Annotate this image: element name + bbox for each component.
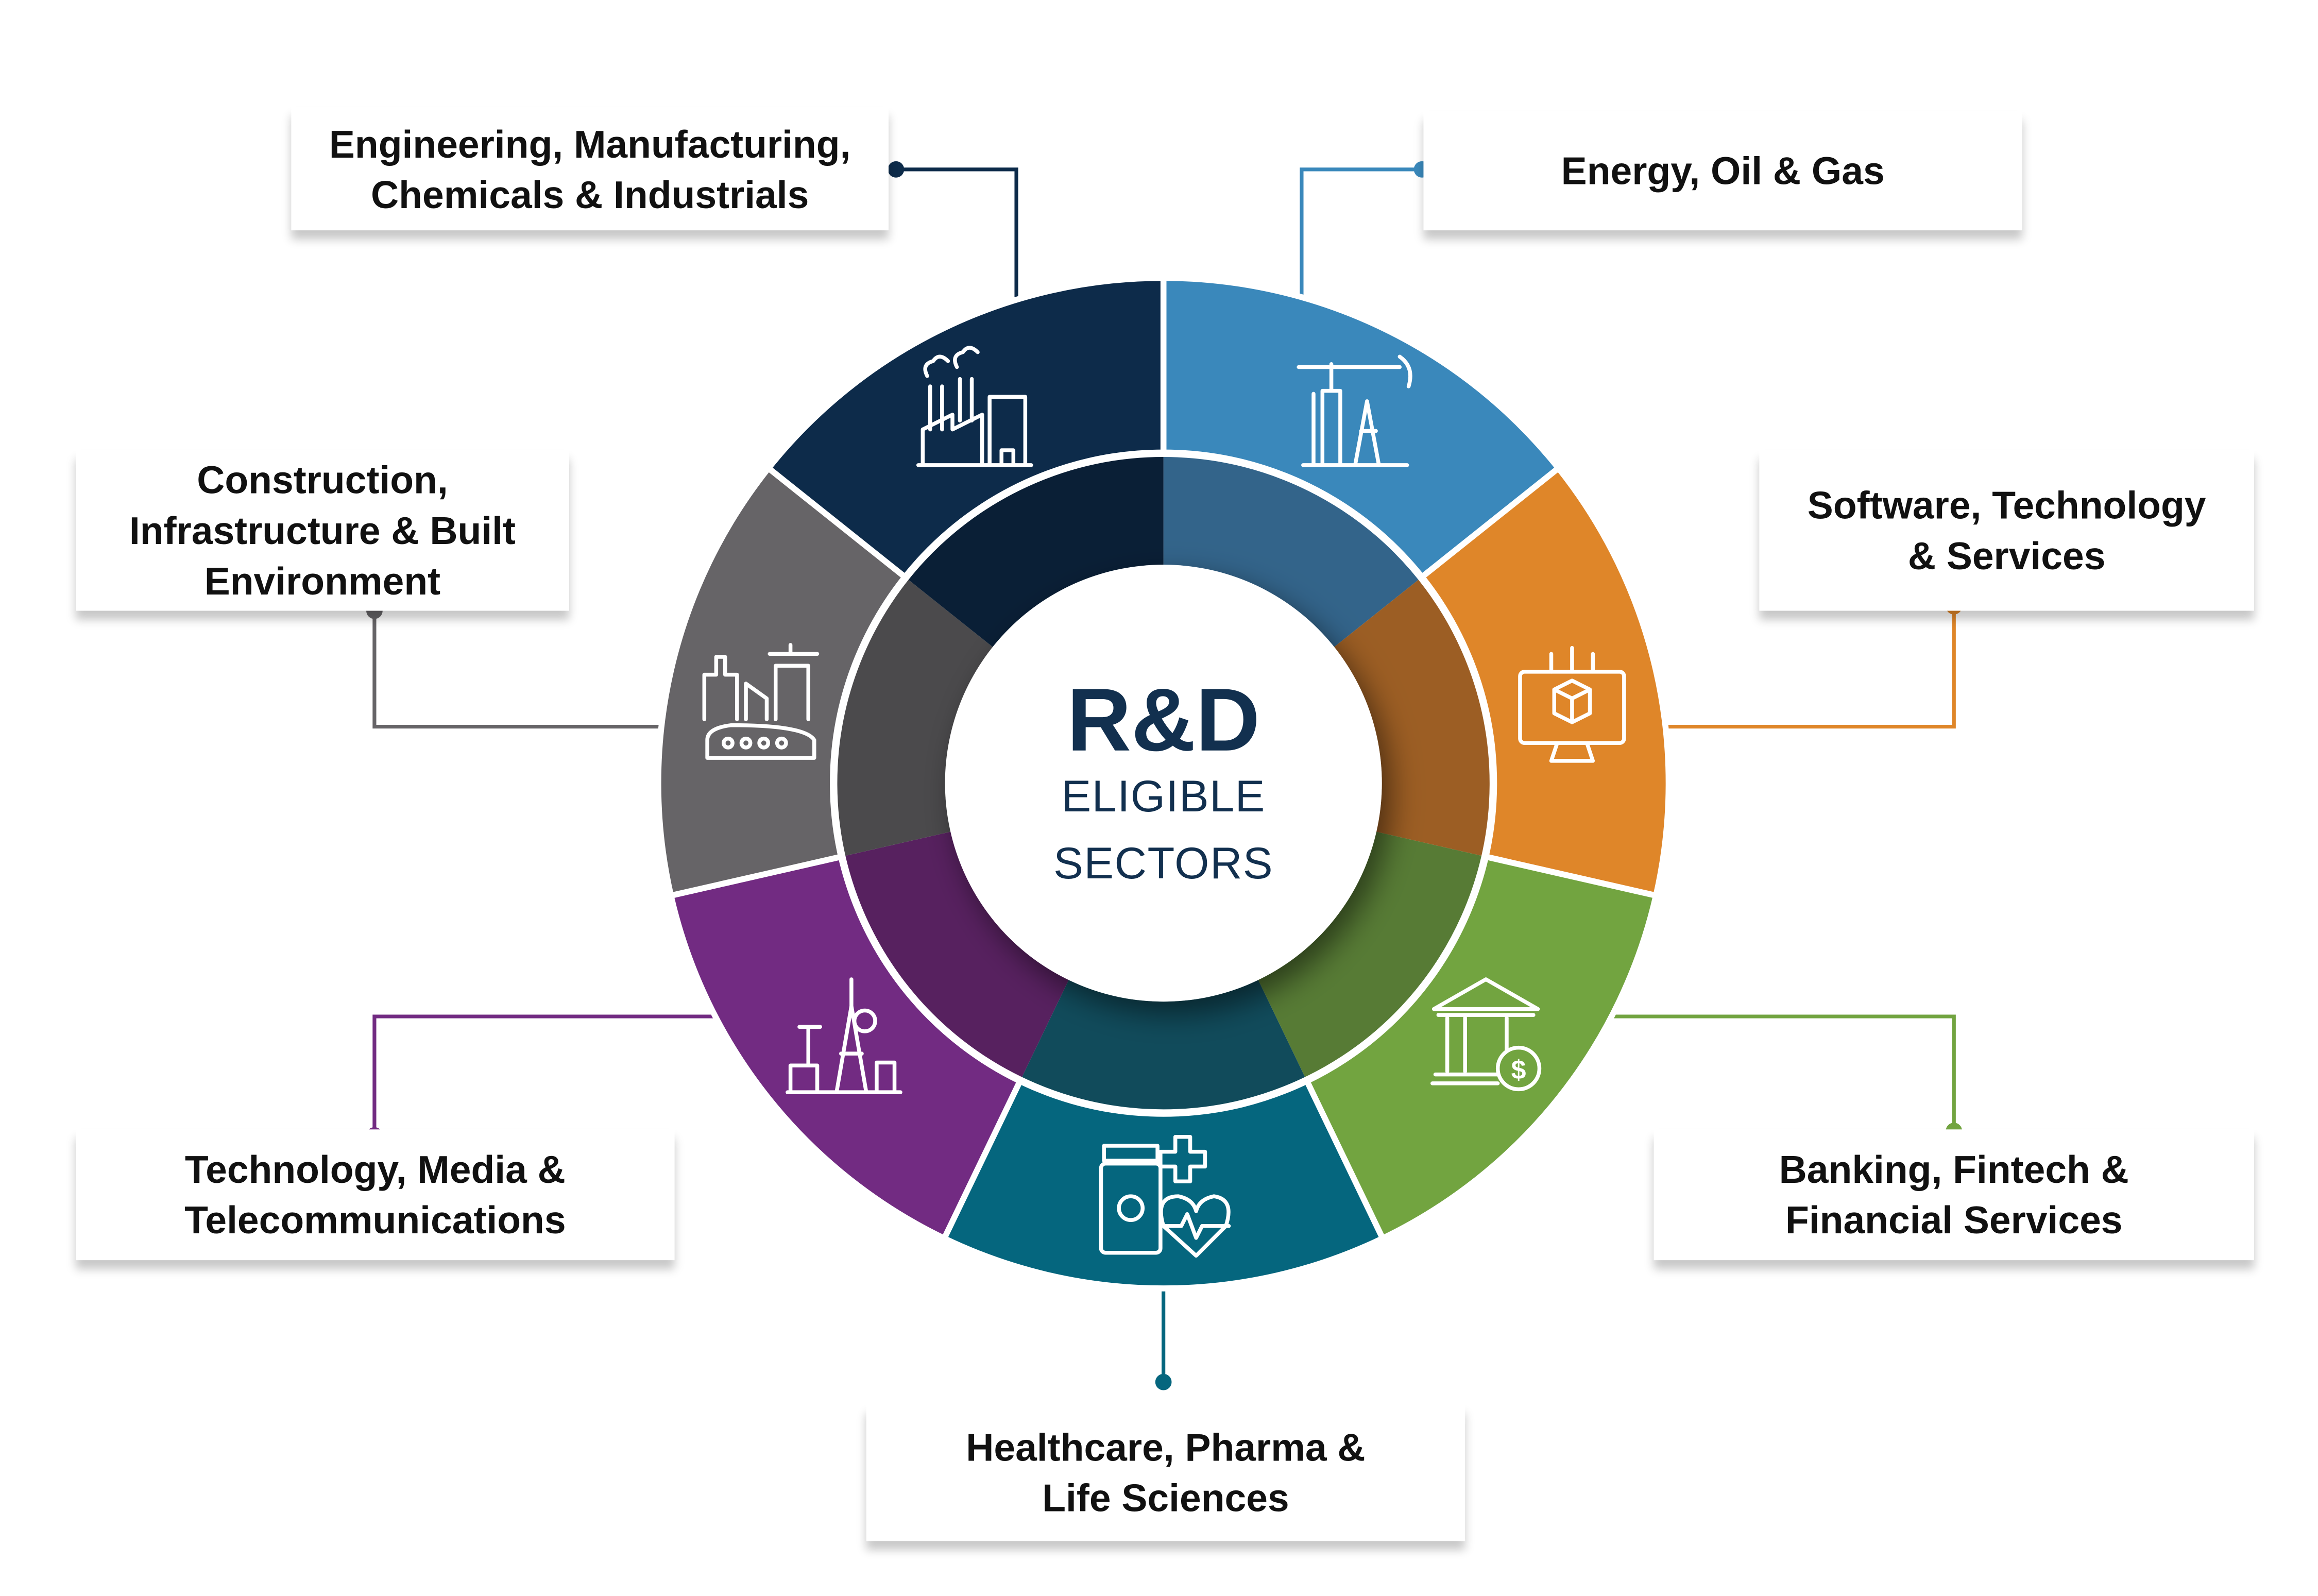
label-energy: Energy, Oil & Gas <box>1423 111 2022 231</box>
factory-icon <box>916 346 1033 467</box>
connector-line <box>1609 1014 1956 1131</box>
connector-line <box>1300 167 1422 297</box>
ring-divider <box>830 449 1497 1117</box>
label-engineering: Engineering, Manufacturing, Chemicals & … <box>291 107 889 231</box>
sector-inner-1 <box>1326 577 1494 857</box>
center-circle <box>945 565 1382 1002</box>
sector-inner-5 <box>833 577 1001 857</box>
center-subtitle-line1: ELIGIBLE <box>1061 772 1266 822</box>
label-construction: Construction, Infrastructure & Built Env… <box>76 450 569 611</box>
label-tmt: Technology, Media & Telecommunications <box>76 1129 675 1261</box>
label-software: Software, Technology & Services <box>1759 450 2254 611</box>
connector-dot <box>888 161 905 178</box>
center-subtitle-line2: SECTORS <box>1053 839 1274 889</box>
label-banking: Banking, Fintech & Financial Services <box>1654 1129 2254 1261</box>
connector-dot <box>1155 1373 1172 1390</box>
connector-line <box>372 1014 724 1135</box>
sector-inner-3 <box>1020 971 1307 1113</box>
label-healthcare: Healthcare, Pharma & Life Sciences <box>866 1404 1465 1541</box>
center-title: R&D <box>1067 670 1260 770</box>
connector-line <box>372 610 669 729</box>
sector-inner-0 <box>1163 453 1422 654</box>
medicine-heart-icon <box>1099 1134 1231 1258</box>
computer-cube-icon <box>1518 646 1626 763</box>
connector-line <box>896 167 1018 305</box>
connector-line <box>1664 606 1956 729</box>
sector-inner-6 <box>905 453 1164 654</box>
bank-dollar-icon: $ <box>1430 977 1542 1092</box>
svg-text:$: $ <box>1511 1055 1526 1085</box>
sector-inner-2 <box>1253 829 1485 1081</box>
telecom-tower-icon <box>786 977 902 1094</box>
oil-pump-icon <box>1297 354 1412 467</box>
sector-inner-4 <box>842 829 1073 1081</box>
construction-icon <box>702 643 820 760</box>
